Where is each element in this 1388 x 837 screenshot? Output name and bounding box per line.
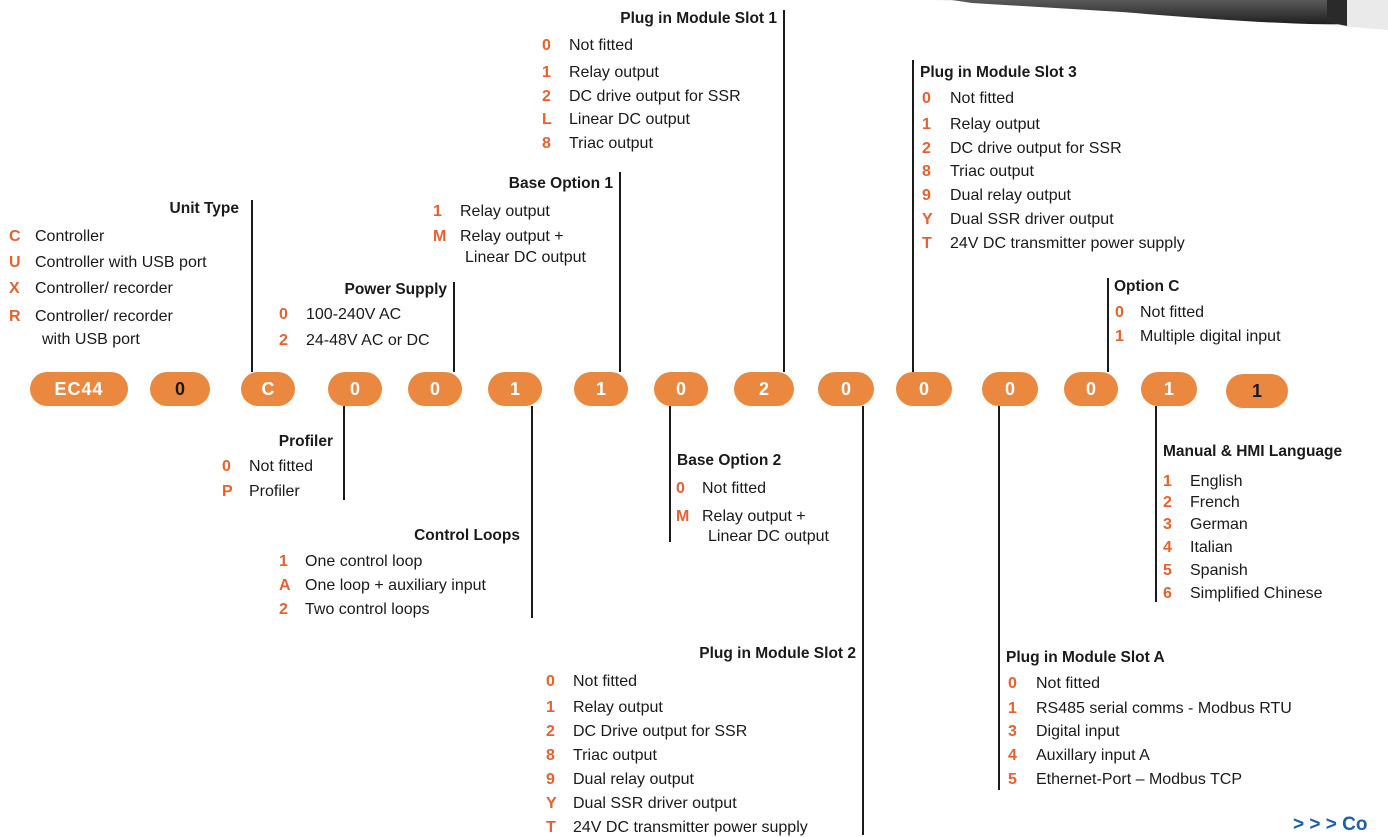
code-segment-model: EC44 xyxy=(30,372,128,406)
connector-line-option-c xyxy=(1107,278,1109,372)
code-segment-base-option-1: 1 xyxy=(574,372,628,406)
profiler-title: Profiler xyxy=(278,433,333,450)
connector-line-profiler xyxy=(343,406,345,500)
code-segment-base-option-2: 0 xyxy=(654,372,708,406)
language-title: Manual & HMI Language xyxy=(1163,443,1343,460)
connector-line-slot-2 xyxy=(862,406,864,835)
code-segment-unit-type: C xyxy=(241,372,295,406)
code-segment-language: 1 xyxy=(1141,372,1197,406)
option-c-title: Option C xyxy=(1114,278,1180,295)
code-segment: 0 xyxy=(150,372,210,406)
connector-line-base-option-2 xyxy=(669,406,671,542)
connector-line-power-supply xyxy=(453,282,455,372)
power-supply-title: Power Supply xyxy=(344,281,448,298)
code-segment-slot-1: 2 xyxy=(734,372,794,406)
slot-a-title: Plug in Module Slot A xyxy=(1006,649,1165,666)
connector-line-slot-3 xyxy=(912,60,914,372)
code-segment-slot-2: 0 xyxy=(818,372,874,406)
continue-link[interactable]: > > > Co xyxy=(1293,814,1368,835)
unit-type-title: Unit Type xyxy=(169,200,239,217)
connector-line-unit-type xyxy=(251,200,253,372)
slot-2-title: Plug in Module Slot 2 xyxy=(699,645,856,662)
connector-line-slot-a xyxy=(998,406,1000,790)
code-segment: 1 xyxy=(1226,374,1288,408)
option-item-continuation: Linear DC output xyxy=(465,249,586,266)
connector-line-language xyxy=(1155,406,1157,602)
connector-line-control-loops xyxy=(531,406,533,618)
code-segment-slot-a: 0 xyxy=(982,372,1038,406)
slot-1-title: Plug in Module Slot 1 xyxy=(620,10,777,27)
controller-device-image xyxy=(822,0,1388,30)
code-segment-control-loops: 1 xyxy=(488,372,542,406)
base-option-1-title: Base Option 1 xyxy=(508,175,613,192)
slot-3-title: Plug in Module Slot 3 xyxy=(920,64,1077,81)
option-item-continuation: with USB port xyxy=(42,331,140,348)
connector-line-slot-1 xyxy=(783,10,785,372)
code-segment-slot-3: 0 xyxy=(896,372,952,406)
code-segment-power-supply: 0 xyxy=(408,372,462,406)
control-loops-title: Control Loops xyxy=(414,527,520,544)
option-item-continuation: Linear DC output xyxy=(708,528,829,545)
code-segment-profiler: 0 xyxy=(328,372,382,406)
connector-line-base-option-1 xyxy=(619,172,621,372)
code-segment-option-c: 0 xyxy=(1064,372,1118,406)
base-option-2-title: Base Option 2 xyxy=(677,452,782,469)
